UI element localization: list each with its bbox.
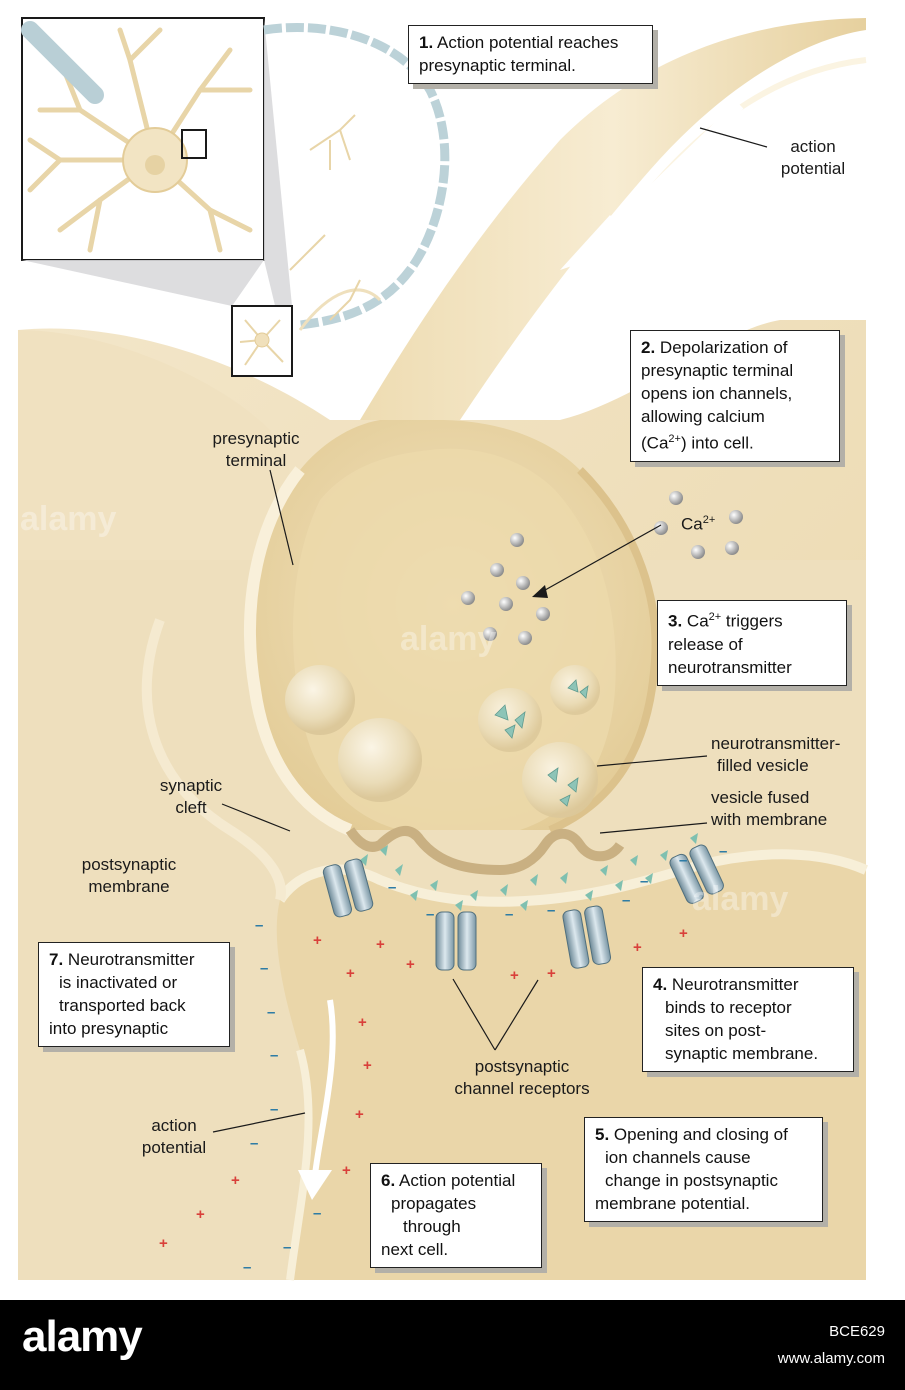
step-4-box: 4. Neurotransmitter binds to receptor si… <box>642 967 854 1072</box>
plus-charge: + <box>355 1106 364 1123</box>
step-7-box: 7. Neurotransmitter is inactivated or tr… <box>38 942 230 1047</box>
minus-charge: – <box>547 902 556 919</box>
label-nt-filled-vesicle: neurotransmitter-filled vesicle <box>711 734 841 775</box>
minus-charge: – <box>719 843 728 860</box>
plus-charge: + <box>159 1235 168 1252</box>
minus-charge: – <box>250 1135 259 1152</box>
plus-charge: + <box>358 1014 367 1031</box>
watermark-center: alamy <box>400 620 497 658</box>
plus-charge: + <box>346 965 355 982</box>
minus-charge: – <box>622 892 631 909</box>
plus-charge: + <box>406 956 415 973</box>
minus-charge: – <box>426 906 435 923</box>
plus-charge: + <box>313 932 322 949</box>
plus-charge: + <box>196 1206 205 1223</box>
watermark-right: alamy <box>692 880 789 918</box>
plus-charge: + <box>510 967 519 984</box>
minus-charge: – <box>260 960 269 977</box>
image-id: BCE629 <box>829 1323 885 1340</box>
watermark-left: alamy <box>20 500 117 538</box>
footer-url: www.alamy.com <box>777 1350 885 1367</box>
minus-charge: – <box>283 1239 292 1256</box>
plus-charge: + <box>363 1057 372 1074</box>
minus-charge: – <box>388 879 397 896</box>
minus-charge: – <box>640 873 649 890</box>
plus-charge: + <box>679 925 688 942</box>
minus-charge: – <box>679 852 688 869</box>
step-5-box: 5. Opening and closing of ion channels c… <box>584 1117 823 1222</box>
minus-charge: – <box>270 1047 279 1064</box>
label-calcium: Ca2+ <box>681 514 716 534</box>
step-1-box: 1. Action potential reaches presynaptic … <box>408 25 653 84</box>
alamy-logo: alamy <box>22 1312 143 1361</box>
plus-charge: + <box>231 1172 240 1189</box>
minus-charge: – <box>270 1101 279 1118</box>
plus-charge: + <box>376 936 385 953</box>
step-3-box: 3. Ca2+ triggers release of neurotransmi… <box>657 600 847 686</box>
minus-charge: – <box>255 917 264 934</box>
minus-charge: – <box>313 1205 322 1222</box>
step-2-box: 2. Depolarization of presynaptic termina… <box>630 330 840 462</box>
plus-charge: + <box>547 965 556 982</box>
plus-charge: + <box>342 1162 351 1179</box>
minus-charge: – <box>267 1004 276 1021</box>
plus-charge: + <box>633 939 642 956</box>
watermark-footer: alamy BCE629 www.alamy.com <box>0 1300 905 1390</box>
minus-charge: – <box>505 906 514 923</box>
step-6-box: 6. Action potential propagates through n… <box>370 1163 542 1268</box>
minus-charge: – <box>243 1259 252 1276</box>
